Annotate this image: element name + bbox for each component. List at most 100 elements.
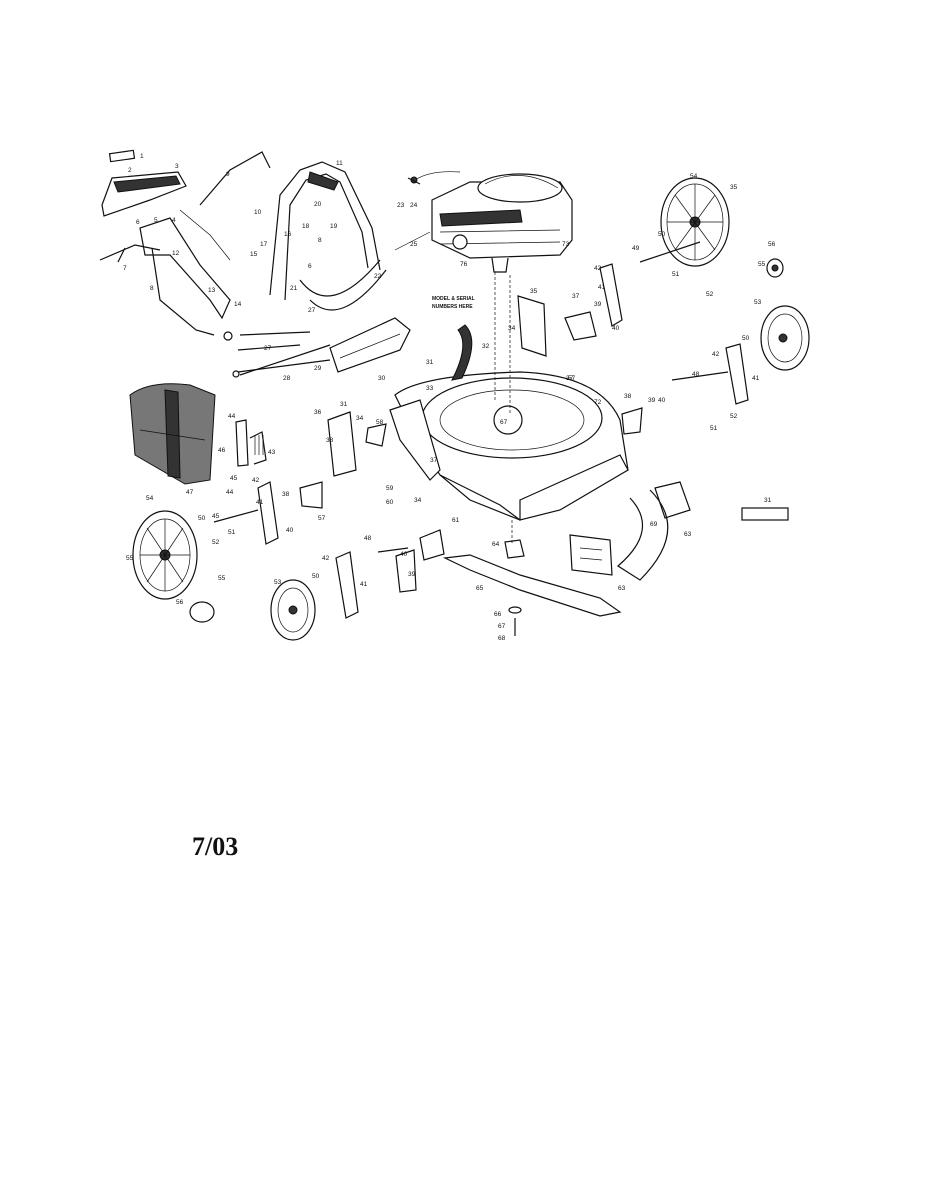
part-label-41d: 41	[360, 581, 368, 588]
part-label-44b: 44	[226, 489, 234, 496]
part-label-35: 35	[530, 288, 538, 295]
part-label-63: 63	[684, 531, 692, 538]
part-label-66: 66	[494, 611, 502, 618]
part-label-32: 32	[482, 343, 490, 350]
part-label-28: 28	[283, 375, 291, 382]
part-label-37c: 37	[566, 375, 574, 382]
handle-assembly	[99, 149, 387, 378]
part-label-48: 48	[692, 371, 700, 378]
part-label-4: 4	[172, 217, 176, 224]
part-label-38c: 38	[282, 491, 290, 498]
part-label-64: 64	[492, 541, 500, 548]
part-label-25: 25	[410, 241, 418, 248]
part-label-5: 5	[154, 217, 158, 224]
part-label-42: 42	[594, 265, 602, 272]
part-label-38b: 38	[326, 437, 334, 444]
part-label-23: 23	[397, 202, 405, 209]
part-label-54b: 54	[146, 495, 154, 502]
part-label-6: 6	[136, 219, 140, 226]
part-label-73: 73	[562, 241, 570, 248]
part-label-36: 36	[314, 409, 322, 416]
part-label-27: 27	[308, 307, 316, 314]
callout-line-1: MODEL & SERIAL	[432, 296, 475, 302]
part-label-52b: 52	[730, 413, 738, 420]
part-label-12: 12	[172, 250, 180, 257]
part-label-46: 46	[218, 447, 226, 454]
part-label-24: 24	[410, 202, 418, 209]
part-label-53b: 53	[274, 579, 282, 586]
part-label-31: 31	[426, 359, 434, 366]
part-label-61: 61	[452, 517, 460, 524]
mower-deck	[389, 272, 629, 521]
part-label-6b: 6	[308, 263, 312, 270]
part-label-67b: 67	[500, 419, 508, 426]
part-label-49: 49	[632, 245, 640, 252]
part-label-63b: 63	[618, 585, 626, 592]
part-label-42d: 42	[322, 555, 330, 562]
part-label-42c: 42	[252, 477, 260, 484]
part-label-39b: 39	[648, 397, 656, 404]
part-label-18: 18	[302, 223, 310, 230]
engine	[394, 171, 573, 273]
part-label-51: 51	[672, 271, 680, 278]
blade-assembly	[442, 520, 622, 636]
part-label-3: 3	[175, 163, 179, 170]
part-label-14: 14	[234, 301, 242, 308]
part-label-41b: 41	[752, 375, 760, 382]
part-label-22: 22	[374, 273, 382, 280]
part-label-8: 8	[150, 285, 154, 292]
part-label-39: 39	[594, 301, 602, 308]
part-label-20: 20	[314, 201, 322, 208]
grass-bag	[129, 383, 216, 485]
part-label-17: 17	[260, 241, 268, 248]
part-label-34c: 34	[414, 497, 422, 504]
part-label-41: 41	[598, 284, 606, 291]
hubcap-56-right	[766, 258, 784, 278]
part-label-53: 53	[754, 299, 762, 306]
part-label-13: 13	[208, 287, 216, 294]
part-label-65: 65	[476, 585, 484, 592]
part-label-50b: 50	[742, 335, 750, 342]
part-number-labels: 1 2 3 4 5 6 7 8 9 10 11 12 13 14 15 16 1…	[123, 153, 776, 642]
part-label-31b: 31	[340, 401, 348, 408]
part-label-50: 50	[658, 231, 666, 238]
part-label-40: 40	[612, 325, 620, 332]
part-label-45: 45	[230, 475, 238, 482]
part-label-35b: 35	[730, 184, 738, 191]
part-label-60: 60	[386, 499, 394, 506]
part-label-72: 72	[594, 399, 602, 406]
part-label-31c: 31	[764, 497, 772, 504]
part-label-76: 76	[460, 261, 468, 268]
part-label-50d: 50	[312, 573, 320, 580]
part-label-43: 43	[268, 449, 276, 456]
part-label-30: 30	[378, 375, 386, 382]
lawn-mower-exploded-parts-diagram: MODEL & SERIAL NUMBERS HERE	[99, 149, 810, 642]
part-label-21: 21	[290, 285, 298, 292]
rear-hinge-parts	[235, 411, 387, 477]
decal-31	[741, 507, 789, 521]
part-label-15: 15	[250, 251, 258, 258]
part-label-37b: 37	[430, 457, 438, 464]
part-label-37: 37	[572, 293, 580, 300]
part-label-52: 52	[706, 291, 714, 298]
part-label-40c: 40	[286, 527, 294, 534]
wheel-54-bottom-left	[132, 510, 198, 600]
part-label-27b: 27	[264, 345, 272, 352]
part-label-34: 34	[508, 325, 516, 332]
part-label-34b: 34	[356, 415, 364, 422]
wheel-53-left	[270, 579, 316, 641]
part-label-44: 44	[228, 413, 236, 420]
part-label-2: 2	[128, 167, 132, 174]
part-label-29: 29	[314, 365, 322, 372]
part-label-7: 7	[123, 265, 127, 272]
part-label-40d: 40	[400, 551, 408, 558]
part-label-19: 19	[330, 223, 338, 230]
part-label-41c: 41	[256, 499, 264, 506]
part-label-47: 47	[186, 489, 194, 496]
part-label-42b: 42	[712, 351, 720, 358]
part-label-59: 59	[386, 485, 394, 492]
part-label-55c: 55	[218, 575, 226, 582]
part-label-51c: 51	[228, 529, 236, 536]
part-label-45b: 45	[212, 513, 220, 520]
hubcap-56-left	[189, 601, 215, 623]
